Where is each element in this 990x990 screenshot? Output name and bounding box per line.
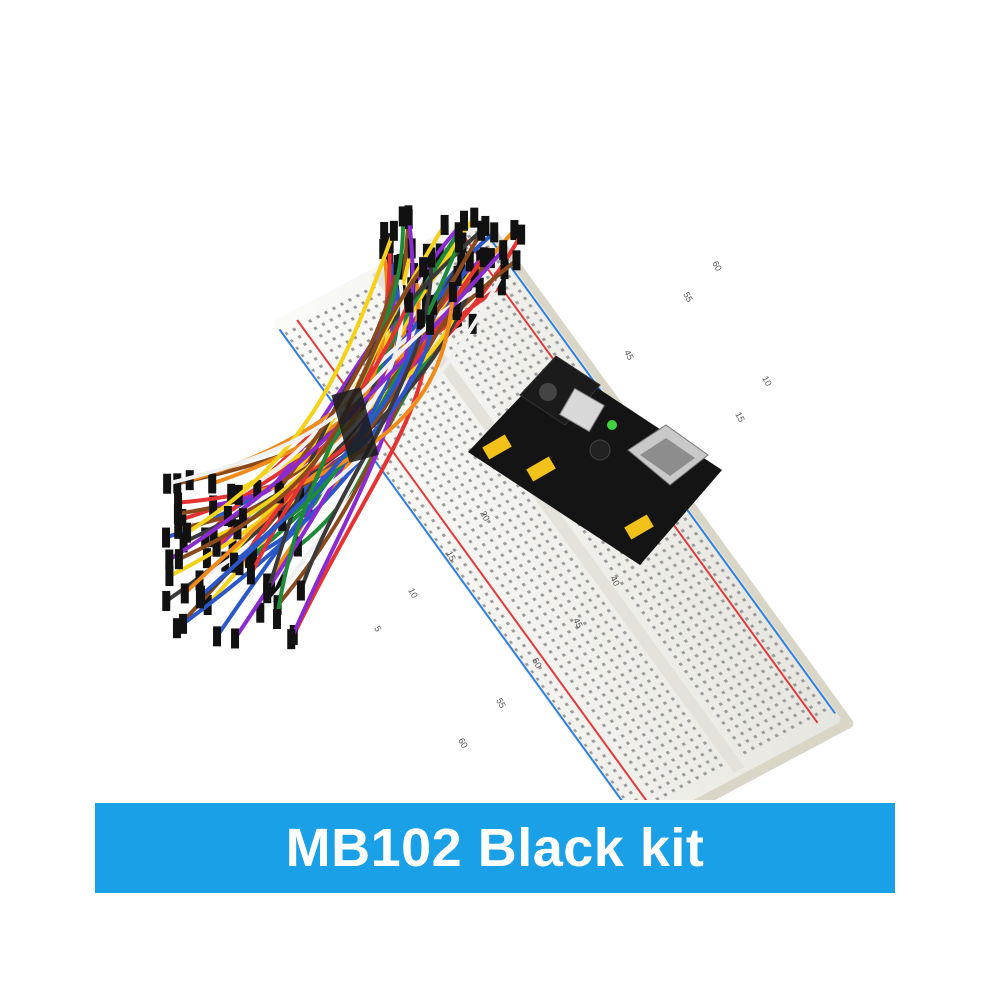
wire-pin [174,549,183,570]
power-module [468,355,722,565]
wire-pin [380,221,389,242]
wire-pin [287,629,296,650]
wire-pin [179,613,188,634]
wire-pin [419,257,428,278]
wire-pin [235,555,244,576]
wire-pin [173,503,182,524]
wire-pin [404,292,413,313]
jumper-wire [277,290,455,496]
wire-pin [379,239,388,260]
wire-pin [209,495,218,516]
wire-pin [208,473,217,494]
bb-label: 15 [733,410,747,424]
wire-pin [426,314,435,335]
cable-tie [331,387,379,463]
wire-pin [490,222,499,243]
product-photo: 60 55 45 10 15 20 15 10 5 40 45 50 55 60 [162,205,854,800]
wire-pin [296,580,305,601]
wire-pin [162,527,171,548]
wire-pin [162,591,171,612]
wire-pin [512,250,521,271]
wire-pin [421,289,430,310]
wire-pin [256,602,265,623]
bb-label: 55 [681,290,695,304]
wire-pin [427,247,436,268]
wire-pin [197,585,206,606]
wire-pin [173,473,182,494]
wire-pin [389,220,398,241]
wire-pin [510,220,519,241]
caption-banner: MB102 Black kit [95,803,895,893]
breadboard-labels: 60 55 45 10 15 20 15 10 5 40 45 50 55 60 [372,259,774,750]
wire-pin [230,552,239,573]
jumper-wire [199,317,423,598]
bb-label: 10 [406,586,420,600]
bb-label: 40 [608,574,622,588]
jumper-wire [298,255,434,593]
wire-pin [293,536,302,557]
bb-label: 20 [478,509,492,523]
wire-pin [470,207,479,228]
wire-pin [440,214,449,235]
wire-pin [238,508,247,529]
wire-pin [180,583,189,604]
bb-label: 60 [710,259,724,273]
wire-pin [246,564,255,585]
wire-pin [470,267,479,288]
wire-pin [486,248,495,269]
wire-pin [465,251,474,272]
jumper-wire [176,223,488,531]
wire-pin [452,300,461,321]
wire-pin [454,222,463,243]
wire-pin [249,545,258,566]
wire-pin [398,206,407,227]
wire-pin [231,628,240,649]
jumper-wire-bundle [162,205,526,650]
wire-pin [499,240,508,261]
wire-pin [213,626,222,647]
wire-pin [163,473,172,494]
bb-label: 60 [456,736,470,750]
bb-label: 55 [494,696,508,710]
bb-label: 45 [622,348,636,362]
wire-pin [183,522,192,543]
jumper-wire [185,228,396,535]
wire-pin [393,254,402,275]
bb-label: 50 [530,656,544,670]
wire-pin [185,470,194,491]
wire-pin [178,509,187,530]
wire-pin [165,566,174,587]
bb-label: 10 [760,374,774,388]
wire-pin [227,483,236,504]
wire-pin [274,574,283,595]
wire-pin [475,277,484,298]
wire-pin [448,282,457,303]
wire-pin [263,583,272,604]
wire-pin [404,205,413,226]
wire-pin [172,618,181,639]
product-caption: MB102 Black kit [285,818,705,878]
wire-pin [477,220,486,241]
bb-label: 45 [571,616,585,630]
wire-pin [457,250,466,271]
wire-pin [459,210,468,231]
wire-pin [497,275,506,296]
wire-pin [212,536,221,557]
wire-pin [223,505,232,526]
wire-pin [479,247,488,268]
wire-pin [245,547,254,568]
bb-label: 15 [444,549,458,563]
wire-pin [481,215,490,236]
wire-pin [174,492,183,513]
wire-pin [253,480,262,501]
bb-label: 5 [372,624,383,633]
wire-pin [416,309,425,330]
wire-pin [517,224,526,245]
wire-pin [165,549,174,570]
wire-pin [174,518,183,539]
wire-pin [455,232,464,253]
wire-pin [272,609,281,630]
